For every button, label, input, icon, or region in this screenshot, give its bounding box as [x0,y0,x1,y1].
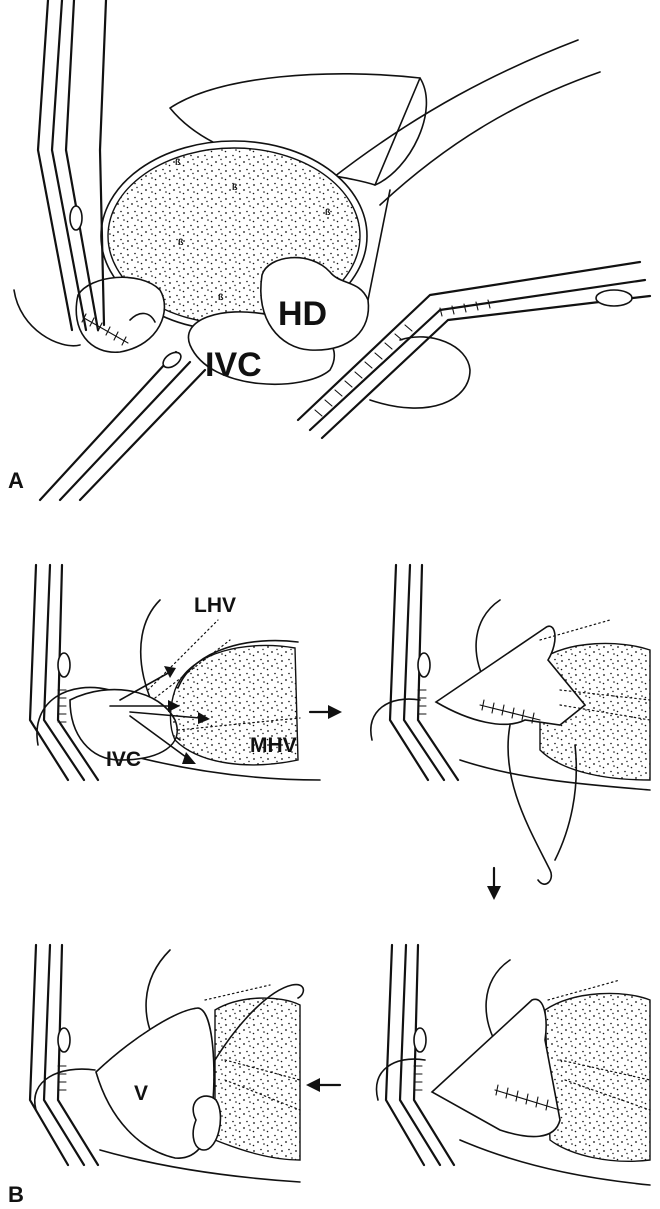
step3-cut-surface [545,993,650,1161]
label-mhv: MHV [250,734,297,757]
step3-clamp [386,945,454,1165]
step1-clamp-hinge [58,653,70,677]
label-hd: HD [278,295,327,333]
lower-clamp [40,352,205,500]
step3-v-patch [432,999,560,1136]
panel-a: ß ß ß ß ß HD IVC [8,0,650,500]
vessel-mark-1: ß [175,157,181,167]
step-1-diagram: LHV MHV IVC [30,565,320,780]
panel-b-label: B [8,1182,24,1207]
step4-clamp [30,945,98,1165]
left-vascular-clamp [38,0,98,330]
vessel-mark-3: ß [178,237,184,247]
panel-a-label: A [8,468,24,493]
step2-clamp-hinge [418,653,430,677]
arrow-step3-to-step4 [306,1078,340,1092]
step-3-diagram [376,945,650,1185]
vessel-mark-2: ß [232,182,238,192]
step4-clamp-hinge [58,1028,70,1052]
label-lhv: LHV [194,594,236,617]
label-ivc-a: IVC [205,346,262,384]
step3-clamp-hinge [414,1028,426,1052]
right-clamp-hinge [596,290,632,306]
panel-b: LHV MHV IVC [8,565,650,1207]
vessel-mark-5: ß [218,292,224,302]
left-clamp-outer-jaw [100,0,106,325]
lower-clamp-hinge [160,349,183,370]
stump-left [76,277,164,352]
graft-cylinder-rim [375,78,426,185]
arrow-step2-to-step3 [487,868,501,900]
upper-vessel-bottom [380,72,600,205]
left-clamp-hinge [70,206,82,230]
step4-cut-surface [215,998,300,1160]
step-4-diagram: V [30,945,303,1182]
arrow-step1-to-step2 [310,705,342,719]
label-v: V [134,1082,148,1105]
label-ivc-b: IVC [106,748,141,771]
upper-vessel-top [330,40,578,180]
vessel-mark-4: ß [325,207,331,217]
graft-side-line [368,190,390,300]
step4-loop [193,1096,220,1150]
step-2-diagram [371,565,650,884]
